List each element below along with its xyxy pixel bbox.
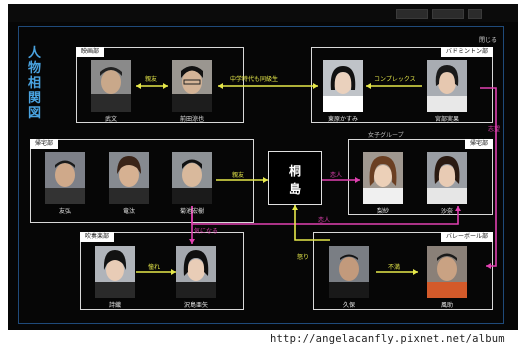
person-name: 沙奈	[440, 208, 453, 215]
center-label: 桐	[288, 164, 301, 178]
arrow-head	[189, 239, 195, 244]
edge-label: 怒り	[297, 254, 310, 261]
group-kitaku-girls: 帰宅部	[348, 139, 493, 215]
portrait-mika[interactable]	[427, 60, 467, 112]
center-label: 島	[288, 182, 301, 196]
person-name: 梨紗	[376, 208, 389, 215]
group-label: 映画部	[76, 47, 105, 57]
watermark-url: http://angelacanfly.pixnet.net/album	[270, 333, 505, 345]
person-name: 竜汰	[122, 208, 135, 215]
person-name: 詩織	[108, 302, 121, 309]
portrait-risa[interactable]	[363, 152, 403, 204]
person-name: 久保	[342, 302, 355, 309]
edge-label: 志望	[488, 126, 501, 133]
person-name: 宮部実果	[434, 116, 459, 123]
group-label: バドミントン部	[440, 47, 493, 57]
portrait-shiori[interactable]	[95, 246, 135, 298]
edge-label: 恋人	[318, 217, 331, 224]
edge-label: 不満	[388, 264, 401, 271]
center-node-kirishima[interactable]: 桐 島	[268, 151, 322, 205]
person-name: 沢島亜矢	[183, 302, 208, 309]
arrow-head	[455, 206, 461, 211]
edge-label: 親友	[145, 76, 158, 83]
edge-label: 気になる	[194, 228, 219, 235]
person-name: 前田涼也	[179, 116, 204, 123]
group-label: 帰宅部	[464, 139, 493, 149]
portrait-fusuke[interactable]	[427, 246, 467, 298]
edge-label: コンプレックス	[374, 76, 416, 83]
person-name: 武文	[104, 116, 117, 123]
arrow-head	[171, 269, 176, 275]
toolbar-control[interactable]	[432, 9, 464, 19]
edge-label: 憧れ	[148, 264, 161, 271]
arrow-head	[163, 83, 168, 89]
portrait-kubo[interactable]	[329, 246, 369, 298]
group-label-girls: 女子グループ	[368, 132, 404, 139]
portrait-kasumi[interactable]	[323, 60, 363, 112]
portrait-maeda[interactable]	[172, 60, 212, 112]
group-label: 吹奏楽部	[80, 232, 115, 242]
edge-label: 恋人	[330, 172, 343, 179]
arrow-head	[136, 83, 141, 89]
arrow-head	[413, 269, 418, 275]
person-name: 東原かすみ	[327, 116, 358, 123]
portrait-tomohiro[interactable]	[45, 152, 85, 204]
edge-label: 親友	[232, 172, 245, 179]
arrow-head	[218, 83, 223, 89]
portrait-sana[interactable]	[427, 152, 467, 204]
edge-line	[294, 205, 330, 241]
group-label: バレーボール部	[440, 232, 493, 242]
relationship-lines	[136, 83, 497, 275]
edge-label: 中学時代も同級生	[230, 76, 279, 83]
group-eiga: 映画部	[76, 47, 244, 123]
arrow-head	[313, 83, 318, 89]
window-topbar	[8, 4, 518, 22]
portrait-aya[interactable]	[176, 246, 216, 298]
person-name: 風助	[440, 302, 453, 309]
group-kitaku: 帰宅部	[30, 139, 254, 223]
portrait-hiroki[interactable]	[172, 152, 212, 204]
arrow-head	[355, 177, 360, 183]
toolbar-control[interactable]	[396, 9, 428, 19]
toolbar-control[interactable]	[468, 9, 482, 19]
diagram-title: 人物相関図	[28, 46, 43, 121]
group-label: 帰宅部	[30, 139, 59, 149]
group-badminton: バドミントン部	[311, 47, 493, 123]
group-volley: バレーボール部	[313, 232, 493, 310]
portrait-takefumi[interactable]	[91, 60, 131, 112]
diagram-frame	[18, 26, 504, 324]
portrait-ryuta[interactable]	[109, 152, 149, 204]
arrow-head	[486, 263, 491, 269]
person-name: 友弘	[58, 208, 71, 215]
edge-line	[480, 87, 497, 267]
group-suisou: 吹奏楽部	[80, 232, 244, 310]
arrow-head	[366, 83, 371, 89]
close-button[interactable]: 閉じる	[479, 37, 498, 44]
arrow-head	[263, 177, 268, 183]
person-name: 菊池宏樹	[179, 208, 204, 215]
arrow-head	[292, 205, 298, 210]
diagram-stage: 人物相関図 閉じる 映画部 バドミントン部 帰宅部 帰宅部 吹奏楽部 バレーボー…	[8, 4, 518, 330]
